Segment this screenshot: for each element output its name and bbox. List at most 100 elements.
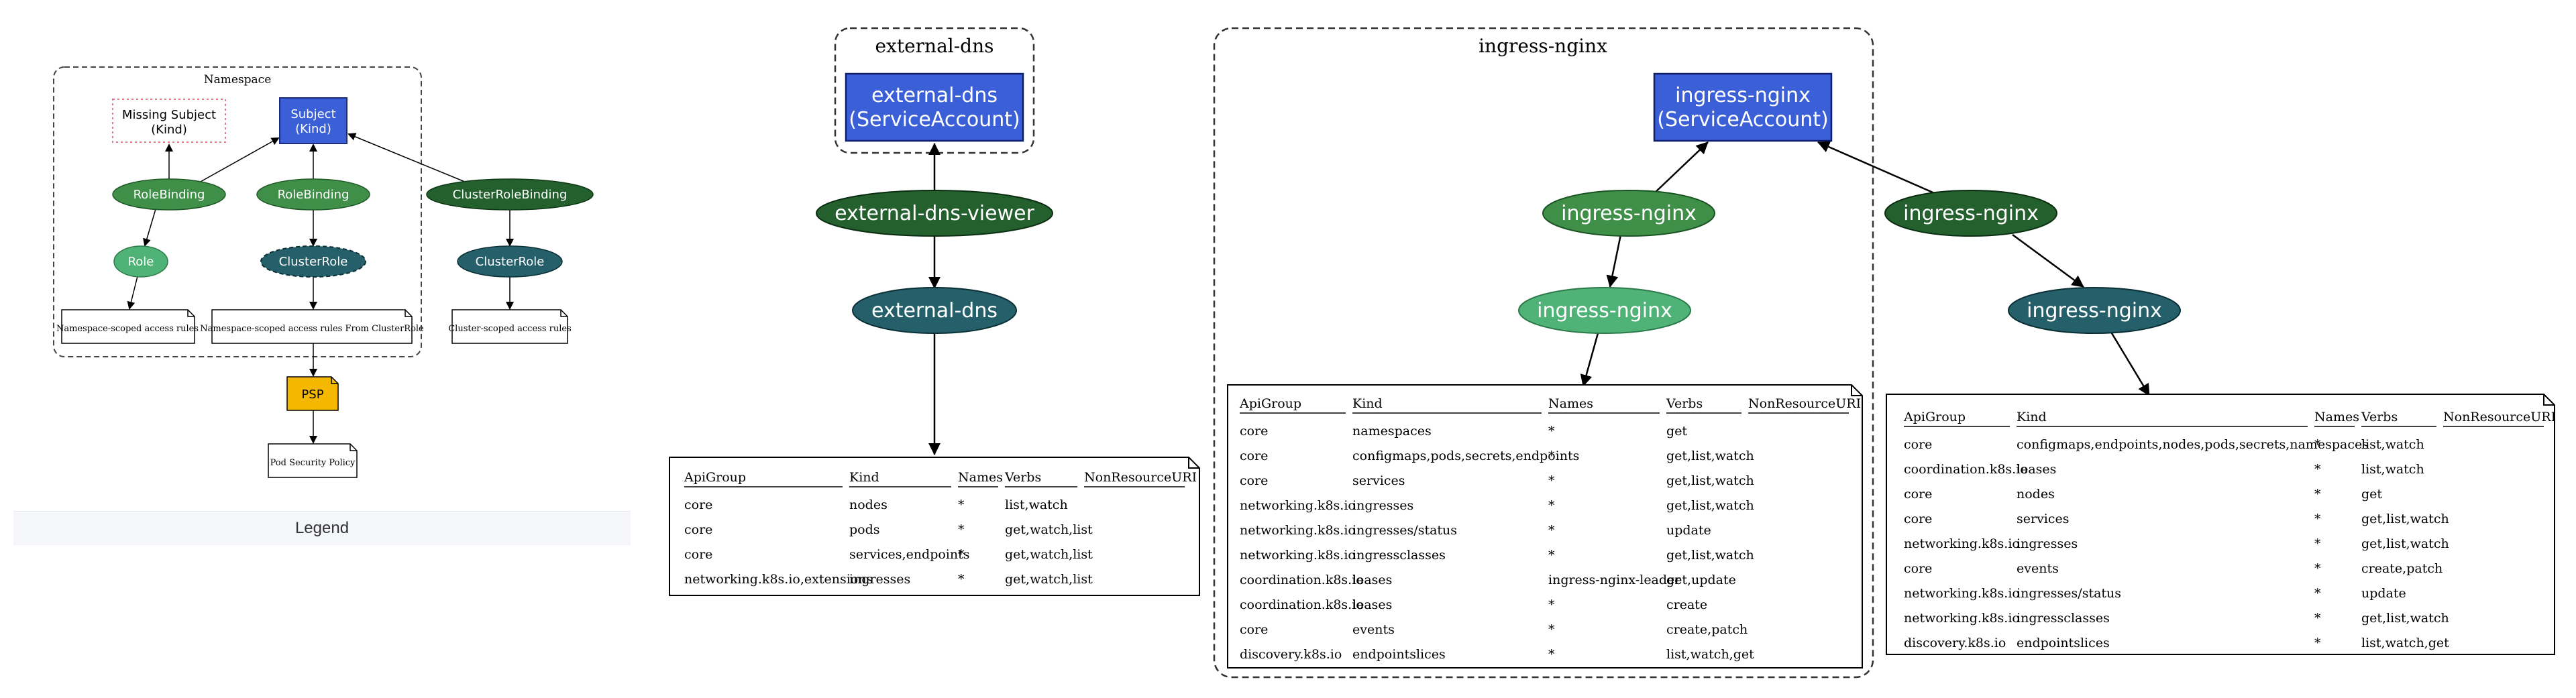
legend-note-psp [268, 443, 358, 478]
ingress-nginx-serviceaccount [1653, 72, 1833, 142]
legend-role [113, 245, 168, 278]
ingress-nginx-clusterrolebinding-label: ingress-nginx [1903, 202, 2039, 225]
external-dns-sa-line1: external-dns [871, 84, 998, 107]
legend-namespace-cluster [53, 66, 422, 357]
table-cell: networking.k8s.io [1904, 536, 2020, 551]
legend-clusterrolebinding-label: ClusterRoleBinding [453, 188, 568, 202]
legend-note-ns-from-cr [211, 309, 413, 344]
table-cell: networking.k8s.io [1240, 498, 1356, 513]
legend-note-cluster-rules-text: Cluster-scoped access rules [448, 324, 572, 334]
table-header-cell: Names [2314, 410, 2359, 424]
legend-subject-line2: (Kind) [295, 122, 331, 136]
legend-note-ns-from-cr-text: Namespace-scoped access rules From Clust… [200, 324, 424, 334]
legend-note-ns-rules [61, 309, 195, 344]
table-cell: get,list,watch [1666, 498, 1754, 513]
table-cell: create [1666, 597, 1707, 612]
ingress-nginx-sa-line2: (ServiceAccount) [1657, 108, 1828, 131]
ingress-nginx-clusterrole-label: ingress-nginx [2027, 299, 2162, 323]
table-cell: * [2314, 611, 2321, 626]
external-dns-sa-line2: (ServiceAccount) [849, 108, 1020, 131]
external-dns-group: external-dns external-dns (ServiceAccoun… [669, 27, 1200, 596]
table-cell: list,watch,get [1666, 647, 1754, 662]
table-cell: core [684, 498, 712, 512]
ingress-nginx-clusterrole [2008, 287, 2181, 334]
table-cell: ingresses [2017, 536, 2078, 551]
table-cell: ingresses [849, 572, 910, 587]
legend-note-psp-text: Pod Security Policy [270, 458, 356, 468]
table-cell: ingressclasses [2017, 611, 2110, 626]
table-cell: ingresses/status [1352, 523, 1457, 538]
table-header-cell: Names [958, 470, 1003, 485]
table-cell: * [958, 547, 965, 562]
table-cell: core [1240, 473, 1268, 488]
table-cell: configmaps,pods,secrets,endpoints [1352, 449, 1579, 463]
legend-footer: Legend [13, 511, 631, 545]
table-cell: coordination.k8s.io [1240, 597, 1364, 612]
table-cell: core [684, 522, 712, 537]
external-dns-cluster [834, 27, 1035, 154]
table-header-cell: Verbs [1666, 396, 1703, 411]
table-cell: get,list,watch [1666, 449, 1754, 463]
legend-rolebinding-2-label: RoleBinding [278, 188, 350, 202]
table-cell: list,watch [2361, 437, 2424, 452]
table-cell: * [2314, 512, 2321, 526]
table-header-cell: NonResourceURI [1748, 396, 1861, 411]
table-header-cell: NonResourceURI [2443, 410, 2556, 424]
legend-clusterrole-dashed [260, 245, 366, 278]
table-cell: leases [1352, 573, 1392, 587]
table-cell: events [2017, 561, 2059, 576]
table-cell: leases [2017, 462, 2056, 477]
ingress-nginx-cluster-label: ingress-nginx [1479, 35, 1607, 57]
table-cell: ingresses/status [2017, 586, 2121, 601]
table-cell: nodes [849, 498, 888, 512]
table-header-cell: Kind [849, 470, 879, 485]
table-cell: * [1548, 523, 1555, 538]
external-dns-clusterrole [852, 287, 1017, 334]
table-cell: * [2314, 636, 2321, 650]
table-cell: create,patch [2361, 561, 2443, 576]
table-cell: networking.k8s.io,extensions [684, 572, 873, 587]
table-cell: * [2314, 462, 2321, 477]
table-cell: * [2314, 586, 2321, 601]
external-dns-serviceaccount [845, 72, 1024, 142]
legend-rolebinding-1 [112, 178, 226, 211]
table-header-cell: Kind [2017, 410, 2047, 424]
table-cell: get,list,watch [1666, 548, 1754, 563]
table-cell: list,watch,get [2361, 636, 2449, 650]
legend-note-cluster-rules [451, 309, 568, 344]
table-cell: list,watch [2361, 462, 2424, 477]
table-cell: get,list,watch [2361, 512, 2449, 526]
table-cell: * [1548, 449, 1555, 463]
legend-missing-subject-line2: (Kind) [151, 123, 187, 137]
table-header-cell: ApiGroup [1239, 396, 1301, 411]
external-dns-clusterrole-label: external-dns [871, 299, 998, 323]
ingress-nginx-rolebinding [1542, 190, 1715, 237]
table-cell: * [2314, 561, 2321, 576]
table-cell: networking.k8s.io [1904, 586, 2020, 601]
table-cell: services,endpoints [849, 547, 970, 562]
table-cell: * [2314, 536, 2321, 551]
ingress-nginx-sa-line1: ingress-nginx [1675, 84, 1811, 107]
ingress-nginx-group: ingress-nginx ingress-nginx (ServiceAcco… [1213, 27, 2556, 679]
table-cell: get,list,watch [1666, 473, 1754, 488]
table-cell: discovery.k8s.io [1240, 647, 1342, 662]
table-cell: networking.k8s.io [1240, 548, 1356, 563]
table-cell: get,update [1666, 573, 1736, 587]
table-cell: * [1548, 498, 1555, 513]
table-cell: get,list,watch [2361, 611, 2449, 626]
table-cell: ingressclasses [1352, 548, 1446, 563]
external-dns-rules-note [669, 457, 1200, 596]
table-cell: * [1548, 473, 1555, 488]
legend-clusterrole-dashed-label: ClusterRole [279, 255, 348, 269]
table-header-cell: Verbs [1004, 470, 1041, 485]
table-header-cell: ApiGroup [1903, 410, 1966, 424]
table-cell: leases [1352, 597, 1392, 612]
table-header-cell: NonResourceURI [1084, 470, 1197, 485]
table-cell: core [1240, 449, 1268, 463]
table-cell: * [958, 498, 965, 512]
ingress-nginx-clusterrolebinding [1884, 190, 2057, 237]
